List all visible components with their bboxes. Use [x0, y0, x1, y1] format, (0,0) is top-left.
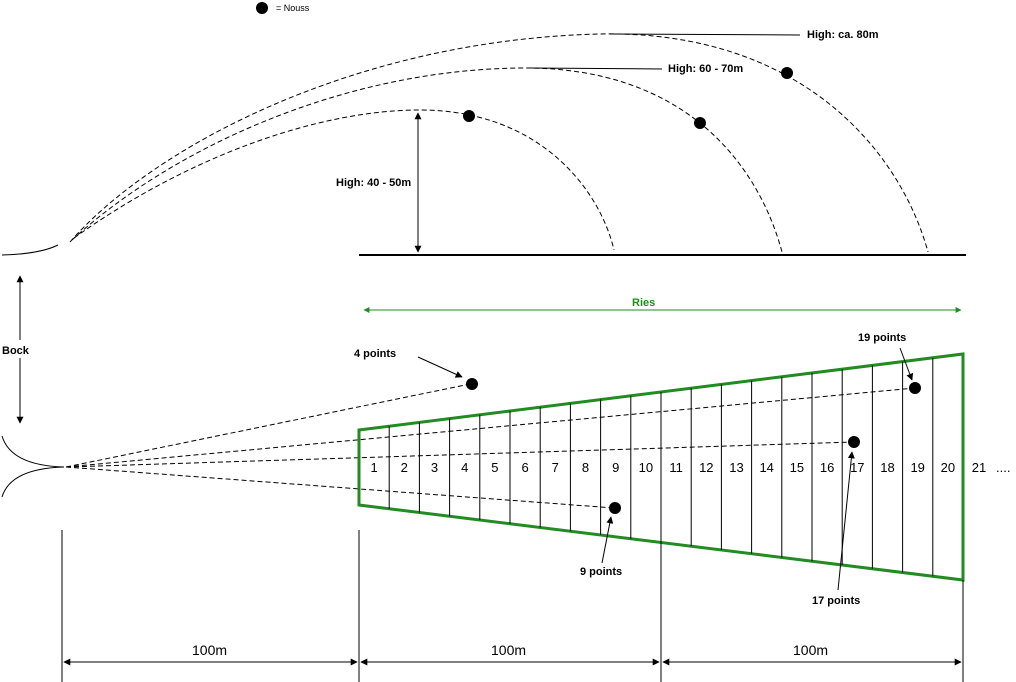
top-view-hits: 4 points 9 points 17 points 19 points: [354, 332, 921, 607]
ries-indicator: Ries: [363, 297, 962, 313]
trajectory-high: [69, 33, 929, 253]
legend-label: = Nouss: [276, 3, 310, 13]
zone-label: 21: [972, 460, 986, 475]
legend: = Nouss: [256, 2, 310, 14]
legend-marker-icon: [256, 2, 268, 14]
zone-label: 10: [639, 460, 653, 475]
zone-label: 9: [612, 460, 619, 475]
zone-label: 5: [491, 460, 498, 475]
zone-label: 17: [850, 460, 864, 475]
zone-label: 1: [370, 460, 377, 475]
nouss-top-19: [909, 382, 921, 394]
bock-label: Bock: [2, 345, 30, 357]
leader-high-60-70: [529, 67, 663, 70]
bock-indicator: Bock: [0, 275, 65, 498]
zone-dividers: [388, 357, 934, 577]
nouss-side-2: [694, 117, 706, 129]
zone-label: 11: [669, 460, 683, 475]
shot-17: [65, 441, 855, 468]
zone-label: 13: [729, 460, 743, 475]
label-high-60-70: High: 60 - 70m: [668, 63, 743, 75]
side-view: High: ca. 80m High: 60 - 70m High: 40 - …: [1, 29, 966, 256]
label-17-points: 17 points: [812, 595, 860, 607]
zone-label: 4: [461, 460, 468, 475]
label-4-points: 4 points: [354, 348, 396, 360]
distance-ruler: 100m 100m 100m: [61, 530, 964, 682]
nouss-side-3: [781, 67, 793, 79]
zone-label: 20: [941, 460, 955, 475]
zone-label: 6: [521, 460, 528, 475]
label-9-points: 9 points: [580, 566, 622, 578]
label-19-points: 19 points: [858, 332, 906, 344]
zone-label: 12: [699, 460, 713, 475]
nouss-top-9: [609, 502, 621, 514]
zone-label: 3: [431, 460, 438, 475]
zone-label: 2: [401, 460, 408, 475]
zones-more: ....: [996, 460, 1010, 475]
zone-label: 16: [820, 460, 834, 475]
pointer-4: [417, 356, 463, 378]
bock-top-stroke: [1, 435, 65, 468]
label-high-40-50: High: 40 - 50m: [336, 177, 411, 189]
nouss-top-4: [466, 378, 478, 390]
top-view-trajectories: [65, 383, 916, 509]
nouss-side-1: [463, 110, 475, 122]
trajectory-mid: [71, 67, 783, 253]
bock-side-stroke: [1, 244, 59, 256]
leader-high-80: [609, 33, 801, 36]
bock-bottom-stroke: [1, 466, 65, 498]
shot-19: [65, 387, 916, 468]
pointer-9: [601, 516, 614, 564]
zone-label: 18: [880, 460, 894, 475]
distance-label-1: 100m: [192, 642, 227, 658]
zone-label: 14: [759, 460, 773, 475]
pointer-19: [899, 347, 914, 381]
shot-4: [65, 383, 471, 468]
label-high-80: High: ca. 80m: [807, 29, 879, 41]
shot-9: [65, 466, 615, 509]
zone-label: 8: [582, 460, 589, 475]
distance-label-3: 100m: [793, 642, 828, 658]
zone-label: 19: [910, 460, 924, 475]
distance-label-2: 100m: [491, 642, 526, 658]
zone-label: 15: [790, 460, 804, 475]
ries-label: Ries: [632, 297, 655, 309]
nouss-top-17: [848, 436, 860, 448]
pointer-17: [837, 451, 855, 591]
trajectory-low: [73, 109, 615, 251]
zone-label: 7: [552, 460, 559, 475]
